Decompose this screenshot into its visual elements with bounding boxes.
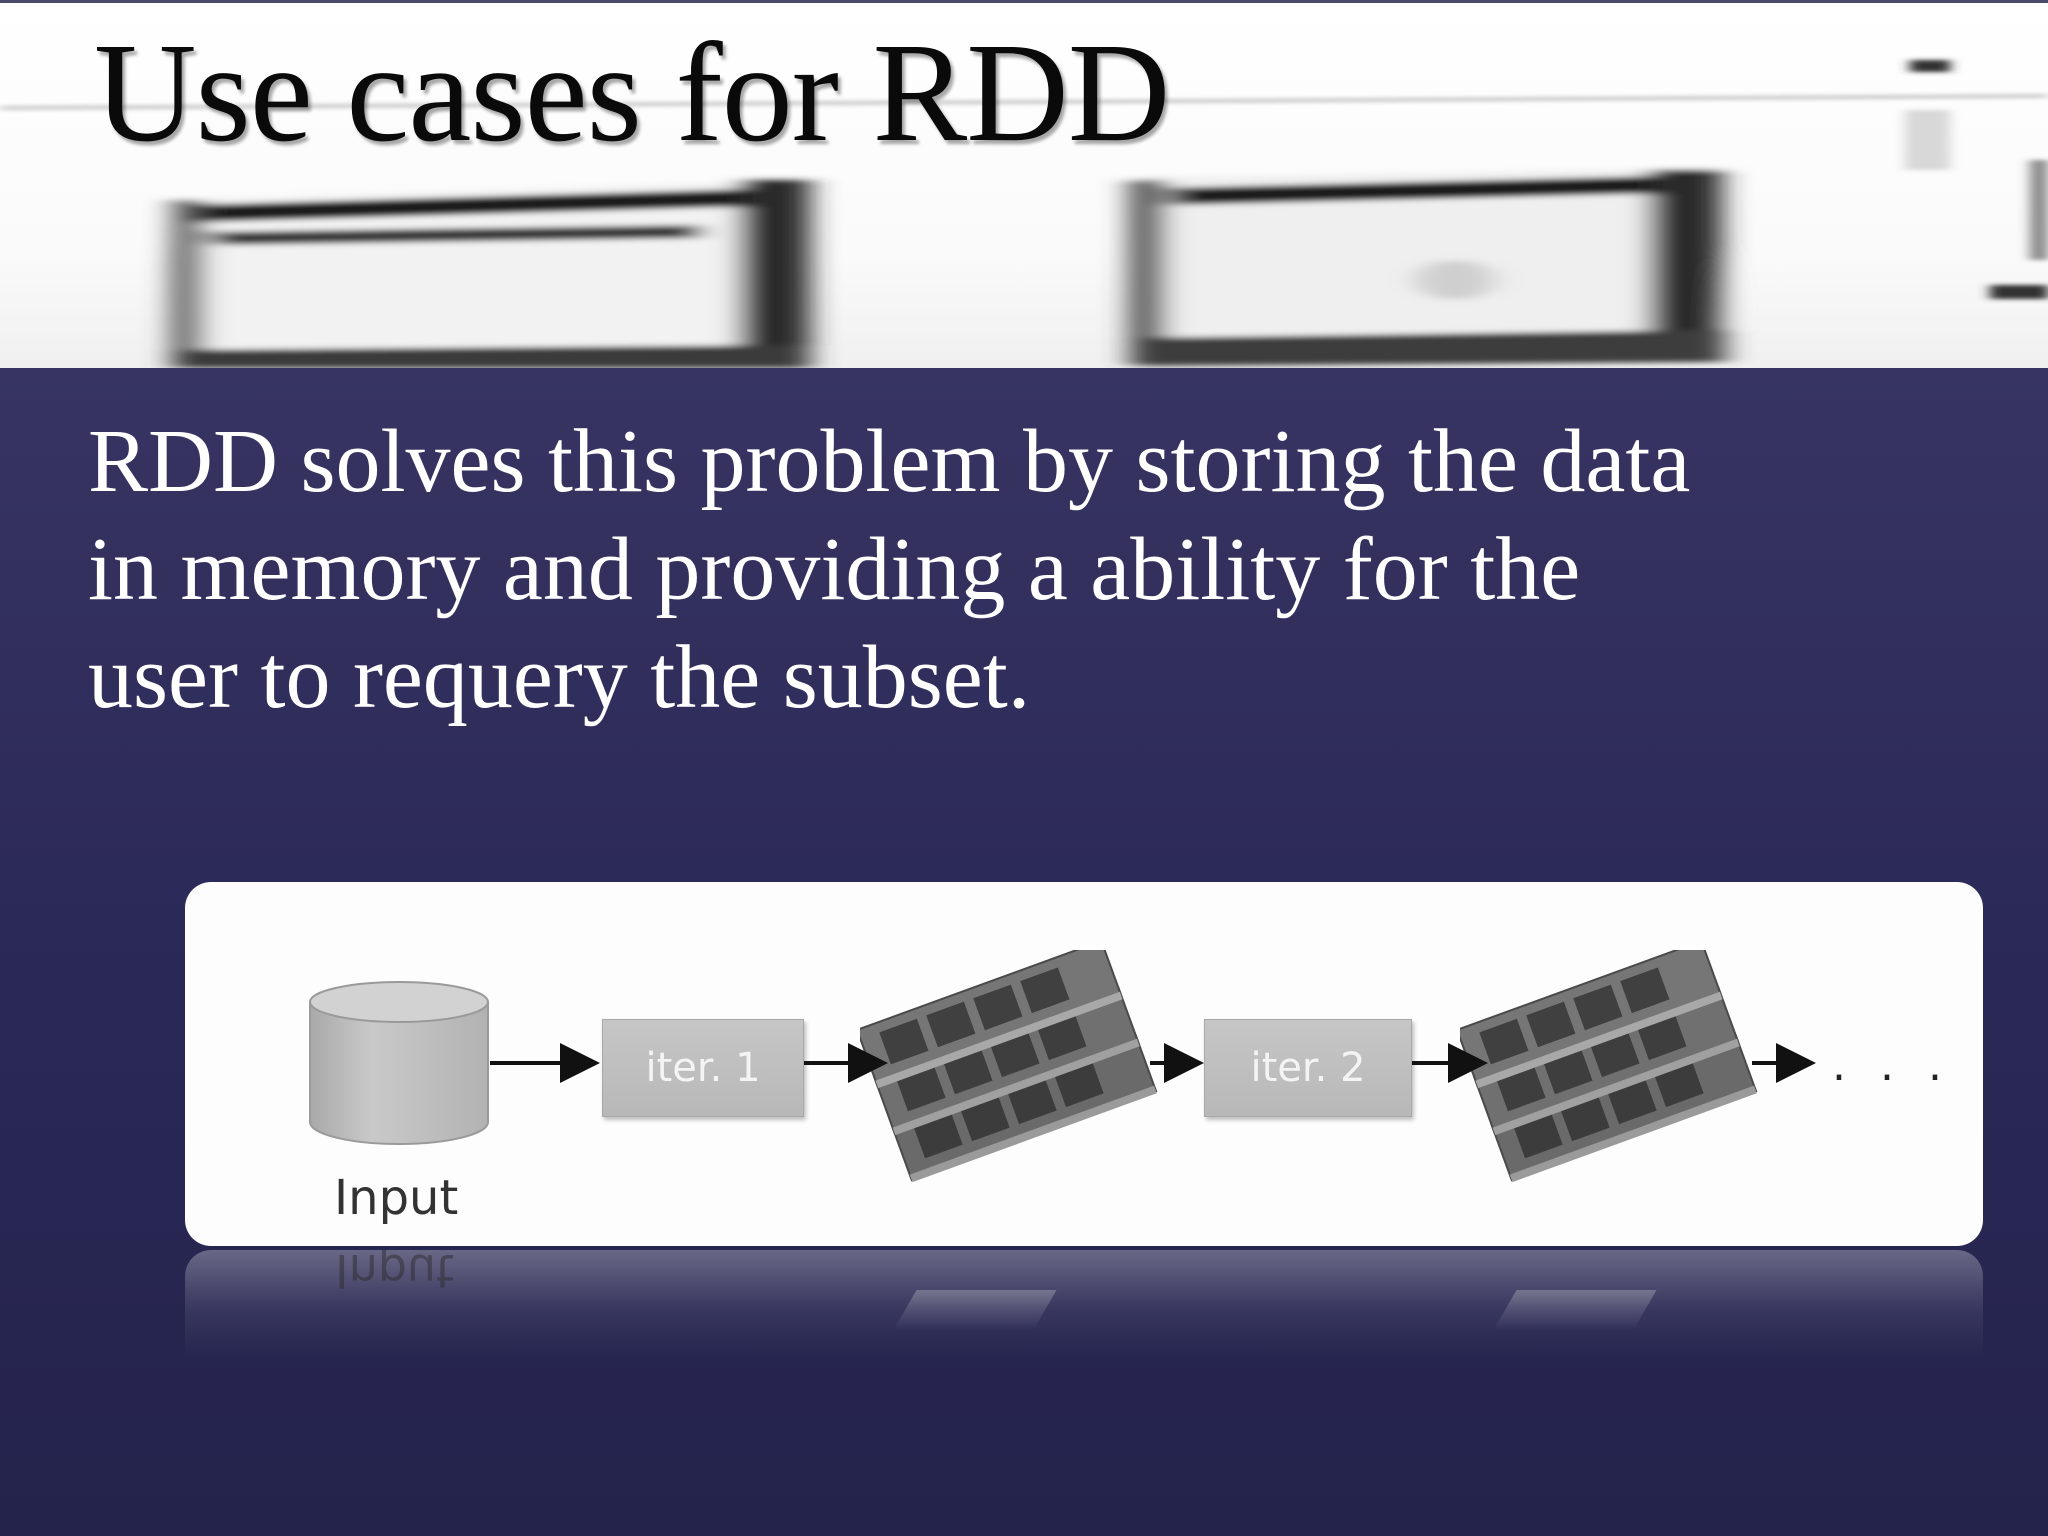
banner-blurred-photo: [0, 60, 2048, 368]
iteration-step-2-label: iter. 2: [1250, 1045, 1366, 1091]
iteration-step-1: iter. 1: [602, 1019, 804, 1117]
diagram-reflection: Input: [185, 1250, 1983, 1360]
continuation-ellipsis: . . .: [1832, 1040, 1952, 1091]
database-cylinder-icon: [309, 981, 489, 1145]
ram-module: [872, 986, 1141, 1136]
input-label: Input: [334, 1170, 459, 1226]
iteration-step-1-label: iter. 1: [645, 1045, 761, 1091]
ram-module: [1489, 1033, 1758, 1183]
ram-memory-icon: [1460, 950, 1758, 1183]
banner-top-border: [0, 0, 2048, 3]
ram-module: [860, 950, 1124, 1089]
iteration-step-2: iter. 2: [1204, 1019, 1412, 1117]
slide-body-text: RDD solves this problem by storing the d…: [88, 412, 1691, 727]
slide-title: Use cases for RDD: [94, 13, 1170, 171]
header-banner: Use cases for RDD: [0, 0, 2048, 368]
ram-module: [1472, 986, 1741, 1136]
ram-module: [889, 1033, 1158, 1183]
ram-memory-icon: [860, 950, 1158, 1183]
ram-module: [1460, 950, 1724, 1089]
